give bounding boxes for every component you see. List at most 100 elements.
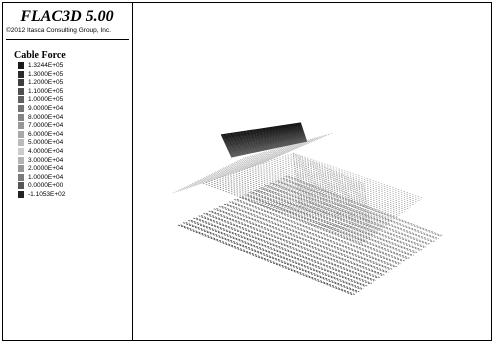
cable-element bbox=[292, 152, 424, 199]
cable-element bbox=[234, 199, 400, 265]
legend-label: 0.0000E+00 bbox=[28, 182, 64, 190]
legend-swatch bbox=[18, 122, 24, 130]
cable-element bbox=[203, 213, 375, 282]
cable-element bbox=[226, 203, 393, 270]
cable-element bbox=[182, 222, 358, 293]
cable-element bbox=[216, 178, 373, 237]
legend-swatch bbox=[18, 87, 24, 95]
cable-element bbox=[229, 138, 307, 156]
cable-element bbox=[350, 177, 360, 225]
cable-element bbox=[260, 163, 402, 215]
cable-element bbox=[227, 134, 306, 151]
cable-element bbox=[348, 176, 357, 224]
cable-element bbox=[338, 172, 348, 222]
legend-label: 7.0000E+04 bbox=[28, 122, 64, 130]
legend-panel: FLAC3D 5.00 ©2012 Itasca Consulting Grou… bbox=[3, 3, 133, 340]
cable-element bbox=[343, 174, 352, 223]
legend-swatch bbox=[18, 70, 24, 78]
cable-element bbox=[219, 177, 375, 236]
cable-element bbox=[312, 161, 321, 214]
cable-element bbox=[229, 137, 307, 155]
cable-element bbox=[224, 128, 304, 143]
cable-force-plot bbox=[172, 122, 444, 296]
cable-element bbox=[357, 180, 367, 227]
cable-element bbox=[231, 201, 398, 268]
legend-label: 1.3000E+05 bbox=[28, 70, 64, 78]
cable-element bbox=[360, 181, 369, 228]
cable-element bbox=[213, 179, 371, 238]
cable-element bbox=[211, 210, 381, 279]
cable-element bbox=[221, 123, 302, 137]
legend-label: 1.1000E+05 bbox=[28, 87, 64, 95]
model-view[interactable] bbox=[133, 3, 491, 340]
flac3d-plot-window: FLAC3D 5.00 ©2012 Itasca Consulting Grou… bbox=[2, 2, 492, 341]
cable-element bbox=[265, 161, 405, 212]
cable-element bbox=[309, 160, 319, 213]
cable-element bbox=[287, 175, 444, 237]
cable-element bbox=[227, 133, 305, 150]
cable-element bbox=[228, 136, 306, 154]
cable-element bbox=[362, 182, 372, 229]
cable-element bbox=[281, 156, 416, 204]
cable-element bbox=[180, 224, 356, 295]
cable-element bbox=[186, 156, 278, 187]
cable-element bbox=[205, 181, 365, 242]
legend-swatch bbox=[18, 113, 24, 121]
cable-element bbox=[243, 169, 391, 223]
cable-element bbox=[221, 176, 376, 234]
cable-element bbox=[262, 162, 404, 214]
cable-element bbox=[238, 170, 387, 226]
app-title: FLAC3D 5.00 bbox=[20, 8, 114, 25]
legend-label: 5.0000E+04 bbox=[28, 139, 64, 147]
legend-label: 4.0000E+04 bbox=[28, 148, 64, 155]
cable-element bbox=[304, 158, 314, 212]
cable-element bbox=[177, 224, 354, 296]
cable-element bbox=[222, 124, 302, 139]
legend-label: 1.0000E+05 bbox=[28, 96, 64, 104]
legend-label: 8.0000E+04 bbox=[28, 113, 64, 121]
cable-element bbox=[221, 124, 302, 138]
legend-label: 1.0000E+04 bbox=[28, 173, 64, 181]
cable-element bbox=[276, 158, 413, 207]
cable-element bbox=[333, 170, 343, 220]
cable-element bbox=[181, 159, 272, 190]
cable-element bbox=[213, 208, 383, 276]
cable-element bbox=[223, 126, 303, 141]
cable-element bbox=[345, 175, 355, 224]
cable-element bbox=[282, 177, 439, 240]
cable-element bbox=[200, 150, 292, 180]
cable-element bbox=[273, 159, 411, 208]
cable-element bbox=[287, 154, 420, 202]
cable-element bbox=[277, 180, 435, 242]
legend-swatch bbox=[18, 191, 24, 198]
cable-element bbox=[239, 196, 404, 262]
cable-element bbox=[220, 122, 302, 136]
legend-swatch bbox=[18, 79, 24, 87]
cable-element bbox=[226, 131, 305, 148]
cable-element bbox=[271, 159, 409, 210]
legend-label: 2.0000E+04 bbox=[28, 165, 64, 173]
cable-element bbox=[221, 205, 389, 273]
cable-element bbox=[336, 171, 345, 221]
legend-label: 3.0000E+04 bbox=[28, 156, 64, 164]
cable-element bbox=[355, 179, 365, 226]
cable-element bbox=[235, 171, 385, 227]
cable-element bbox=[224, 129, 304, 144]
cable-element bbox=[353, 178, 362, 226]
cable-element bbox=[292, 152, 302, 209]
cable-element bbox=[272, 182, 431, 245]
cable-element bbox=[326, 167, 336, 218]
cable-element bbox=[198, 151, 289, 181]
cable-element bbox=[290, 153, 422, 200]
legend-divider bbox=[6, 39, 129, 40]
cable-element bbox=[228, 136, 306, 153]
cable-element bbox=[225, 130, 304, 147]
cable-element bbox=[193, 217, 366, 287]
cable-element bbox=[222, 125, 303, 140]
cable-element bbox=[340, 173, 350, 222]
cable-element bbox=[225, 130, 304, 146]
legend-swatch bbox=[18, 139, 24, 147]
cable-element bbox=[321, 165, 331, 217]
cable-element bbox=[230, 139, 307, 157]
legend-label: 1.2000E+05 bbox=[28, 79, 64, 87]
